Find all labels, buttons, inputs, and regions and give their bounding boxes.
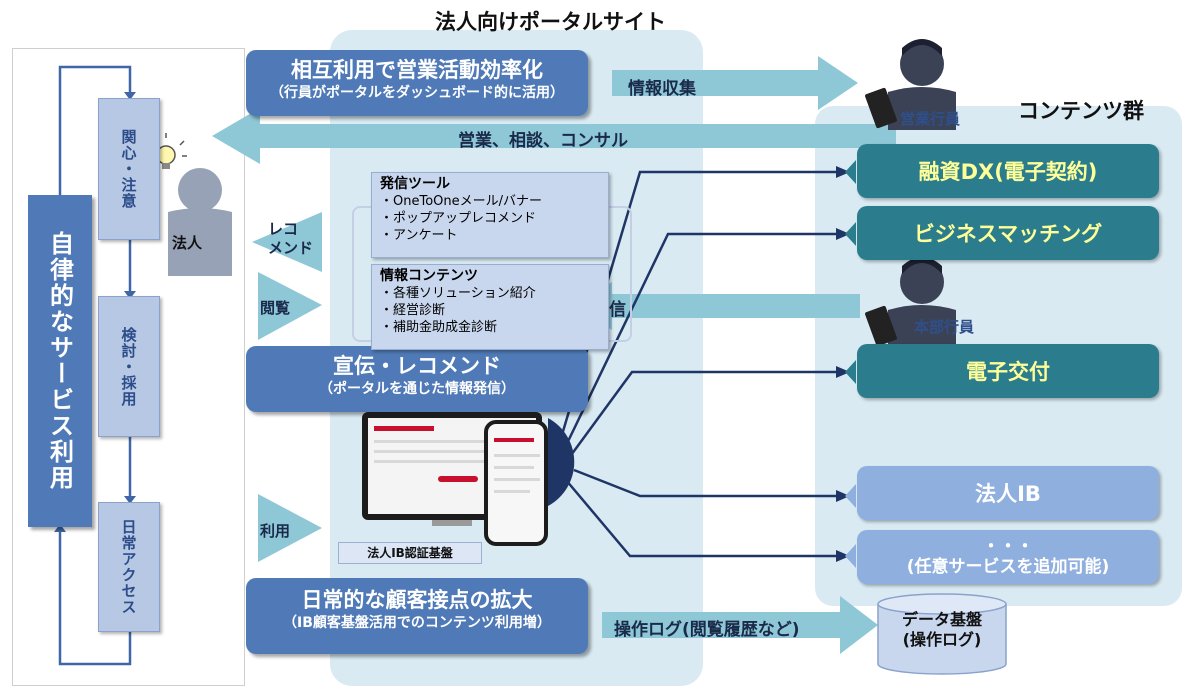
hq-staff-label: 本部行員 [914, 318, 975, 336]
customer-person-icon [168, 168, 232, 276]
step-consider: 検討・採用 [98, 296, 160, 437]
send-arrow [572, 282, 860, 330]
collect-label: 情報収集 [628, 79, 696, 99]
service-loan-dx-label: 融資DX(電子契約) [918, 160, 1098, 184]
portal-title: 法人向けポータルサイト [435, 10, 666, 34]
bottom-banner-main: 日常的な顧客接点の拡大 [301, 588, 533, 612]
contents-title: コンテンツ群 [1018, 99, 1144, 123]
autonomous-use-label: 自律的なサービス利用 [45, 231, 74, 491]
bottom-banner-sub: （IB顧客基盤活用でのコンテンツ利用増） [283, 615, 551, 631]
service-e-delivery: 電子交付 [857, 344, 1159, 398]
browse-label: 閲覧 [260, 299, 291, 317]
service-e-delivery-label: 電子交付 [966, 360, 1050, 384]
collect-arrow [612, 56, 858, 110]
tools-item-1: ・OneToOneメール/バナー [380, 194, 543, 209]
sales-staff-label: 営業行員 [900, 110, 961, 128]
mid-banner: 宣伝・レコメンド （ポータルを通じた情報発信） [246, 346, 588, 412]
recommend-chevron [252, 212, 322, 272]
database-icon [877, 593, 1007, 675]
service-corporate-ib-label: 法人IB [975, 482, 1041, 506]
tools-item-2: ・ポップアップレコメンド [380, 211, 537, 226]
customer-label: 法人 [172, 234, 203, 252]
service-additional-label: ・・・ (任意サービスを追加可能) [906, 537, 1110, 577]
contents-item-2: ・経営診断 [380, 303, 446, 318]
tools-box-title: 発信ツール [380, 176, 450, 192]
step-daily-access: 日常アクセス [98, 502, 160, 632]
contents-item-1: ・各種ソリューション紹介 [380, 286, 536, 301]
data-platform-label: データ基盤 (操作ログ) [901, 610, 982, 649]
recommend-label: レコ メンド [268, 220, 314, 257]
use-chevron [258, 494, 322, 562]
oplog-arrow [602, 596, 878, 654]
contents-box: 情報コンテンツ ・各種ソリューション紹介 ・経営診断 ・補助金助成金診断 [371, 264, 609, 350]
browse-chevron [258, 272, 322, 340]
sales-arrow [212, 108, 896, 164]
hub [548, 418, 575, 506]
service-additional: ・・・ (任意サービスを追加可能) [857, 530, 1159, 584]
autonomous-use-bar: 自律的なサービス利用 [28, 195, 92, 527]
contents-box-title: 情報コンテンツ [380, 268, 478, 284]
contents-item-3: ・補助金助成金診断 [380, 320, 498, 335]
mid-banner-main: 宣伝・レコメンド [333, 354, 501, 378]
tools-box: 発信ツール ・OneToOneメール/バナー ・ポップアップレコメンド ・アンケ… [371, 172, 609, 258]
hq-staff-icon [865, 257, 956, 348]
service-loan-dx: 融資DX(電子契約) [857, 144, 1159, 198]
auth-platform-label: 法人IB認証基盤 [338, 542, 482, 564]
top-banner-sub: （行員がポータルをダッシュボード的に活用） [270, 85, 564, 101]
service-business-matching: ビジネスマッチング [857, 206, 1159, 260]
oplog-label: 操作ログ(閲覧履歴など) [614, 620, 800, 640]
mid-banner-sub: （ポータルを通じた情報発信） [319, 381, 515, 397]
sales-label: 営業、相談、コンサル [458, 131, 628, 151]
top-banner-main: 相互利用で営業活動効率化 [291, 58, 543, 82]
service-corporate-ib: 法人IB [857, 466, 1159, 520]
bottom-banner: 日常的な顧客接点の拡大 （IB顧客基盤活用でのコンテンツ利用増） [246, 578, 588, 654]
monitor-stand [432, 520, 472, 526]
sales-staff-icon [865, 39, 956, 130]
step-interest: 関心・注意 [98, 98, 160, 240]
top-banner: 相互利用で営業活動効率化 （行員がポータルをダッシュボード的に活用） [246, 50, 588, 116]
tools-item-3: ・アンケート [380, 228, 458, 243]
service-business-matching-label: ビジネスマッチング [913, 222, 1103, 246]
use-label: 利用 [260, 522, 291, 540]
smartphone-image [484, 420, 548, 546]
